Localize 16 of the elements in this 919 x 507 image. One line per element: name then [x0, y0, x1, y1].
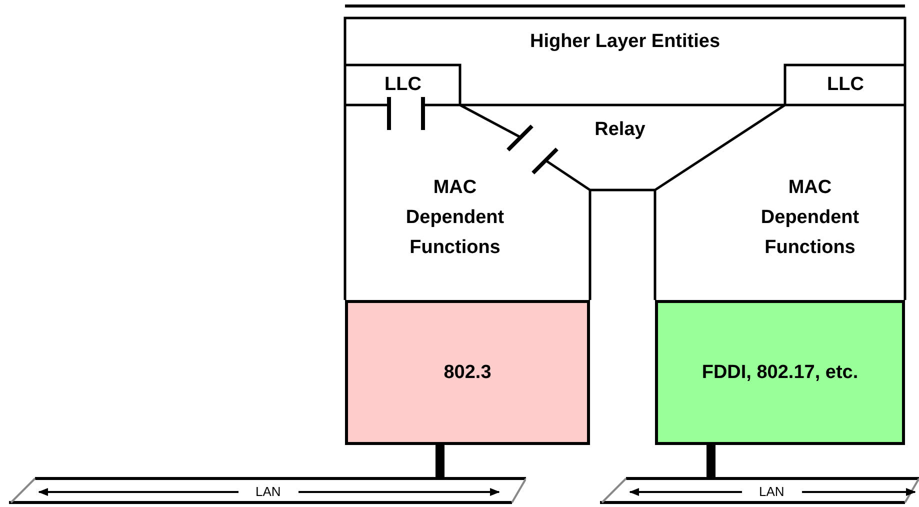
mac-layer-box [345, 300, 590, 445]
lan-label: LAN [256, 485, 281, 499]
connector-line [706, 445, 716, 477]
layer-label: 802.3 [444, 360, 492, 384]
llc-label: LLC [827, 73, 864, 97]
lan-label: LAN [759, 485, 784, 499]
layer-label: FDDI, 802.17, etc. [702, 360, 858, 384]
function-label: MAC Dependent Functions [404, 176, 506, 260]
lan-segment [9, 477, 526, 504]
lan-segment [600, 477, 919, 504]
llc-label: LLC [384, 73, 422, 97]
relay-label: Relay [594, 118, 646, 142]
connector-line [436, 445, 444, 477]
mac-layer-box [655, 300, 905, 445]
layer-title: Higher Layer Entities [530, 30, 720, 54]
function-label: MAC Dependent Functions [760, 176, 860, 260]
